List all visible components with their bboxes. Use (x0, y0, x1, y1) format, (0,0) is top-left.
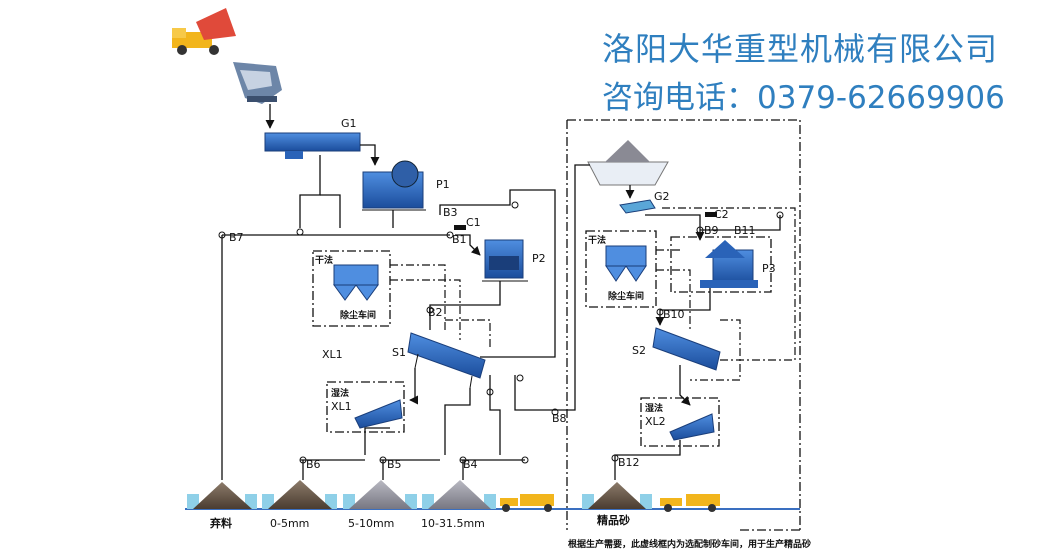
label-b11: B11 (734, 224, 756, 237)
dry-label-left: 干法 (315, 254, 333, 266)
label-b8: B8 (552, 412, 567, 425)
dust-collector-left (333, 264, 379, 301)
label-b12: B12 (618, 456, 640, 469)
label-b10: B10 (663, 308, 685, 321)
pile-sand (582, 482, 652, 509)
product-10-31.5mm: 10-31.5mm (421, 517, 485, 530)
dry-label-right: 干法 (588, 234, 606, 246)
sand-module-frame (567, 119, 801, 530)
pile-10-31.5mm (422, 480, 496, 509)
product-5-10mm: 5-10mm (348, 517, 394, 530)
magnet-c2-icon (705, 212, 717, 217)
dust-collector-right (605, 245, 647, 282)
company-name: 洛阳大华重型机械有限公司 (602, 30, 999, 68)
product-0-5mm: 0-5mm (270, 517, 309, 530)
module-note: 根据生产需要，此虚线框内为选配制砂车间，用于生产精品砂 (568, 538, 811, 550)
wet-label-right: 湿法 (645, 402, 663, 414)
feeder-g2 (619, 199, 656, 214)
dust-label-right: 除尘车间 (608, 290, 644, 302)
dust-lines (390, 207, 796, 381)
label-c1: C1 (466, 216, 481, 229)
sand-washer-xl1 (354, 399, 403, 429)
label-c2: C2 (714, 208, 729, 221)
dump-truck-icon (172, 8, 236, 55)
label-b5: B5 (387, 458, 402, 471)
label-b6: B6 (306, 458, 321, 471)
magnet-c1-icon (454, 225, 466, 230)
vibrating-feeder-g1 (264, 132, 361, 159)
impact-crusher-p2 (482, 239, 528, 282)
label-s1: S1 (392, 346, 406, 359)
vibrating-screen-s2 (652, 327, 721, 371)
label-b9: B9 (704, 224, 719, 237)
label-xl1-left: XL1 (322, 348, 343, 361)
storage-bin-g2 (587, 140, 669, 186)
product-sand: 精品砂 (597, 513, 630, 527)
label-b1: B1 (452, 233, 467, 246)
dust-unit-left-frame (312, 250, 391, 327)
flow-lines (218, 104, 590, 480)
label-xl2: XL2 (645, 415, 666, 428)
pile-0-5mm (262, 480, 337, 509)
label-g1: G1 (341, 117, 357, 130)
vibrating-screen-s1 (407, 332, 486, 389)
loader-truck-left-icon (500, 494, 554, 512)
pile-waste (187, 482, 257, 509)
label-g2: G2 (654, 190, 670, 203)
product-waste: 弃料 (209, 516, 232, 530)
label-xl1-box: XL1 (331, 400, 352, 413)
hopper-icon (233, 62, 282, 104)
label-b7: B7 (229, 231, 244, 244)
label-p2: P2 (532, 252, 546, 265)
sand-washer-xl2 (669, 413, 715, 441)
wet-label-left: 湿法 (331, 387, 349, 399)
label-p1: P1 (436, 178, 450, 191)
label-b3: B3 (443, 206, 458, 219)
dust-unit-right-frame (585, 230, 657, 308)
phone-number: 咨询电话：0379-62669906 (602, 80, 1005, 116)
sand-maker-p3 (700, 240, 758, 288)
jaw-crusher-p1 (362, 160, 426, 211)
label-b4: B4 (463, 458, 478, 471)
flow-lines-right (551, 185, 784, 480)
pile-5-10mm (343, 480, 417, 509)
label-p3: P3 (762, 262, 776, 275)
label-b2: B2 (428, 306, 443, 319)
label-s2: S2 (632, 344, 646, 357)
loader-truck-right-icon (660, 494, 720, 512)
dust-label-left: 除尘车间 (340, 309, 376, 321)
sand-maker-frame (670, 236, 772, 293)
